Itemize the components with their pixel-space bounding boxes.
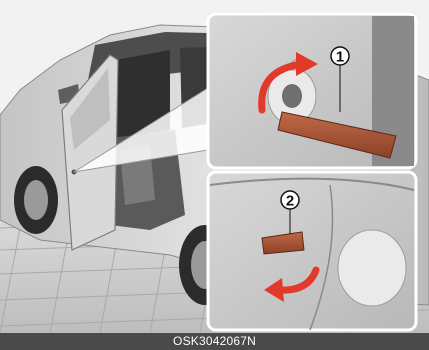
callout-1: 1 <box>336 49 344 66</box>
car-door-illustration: 1 2 <box>0 0 429 333</box>
callout-2: 2 <box>286 193 294 210</box>
detail-panel-1: 1 <box>208 14 416 168</box>
detail-panel-2: 2 <box>208 172 416 330</box>
fuel-cap-outline <box>338 230 406 306</box>
figure-caption: OSK3042067N <box>0 333 429 350</box>
